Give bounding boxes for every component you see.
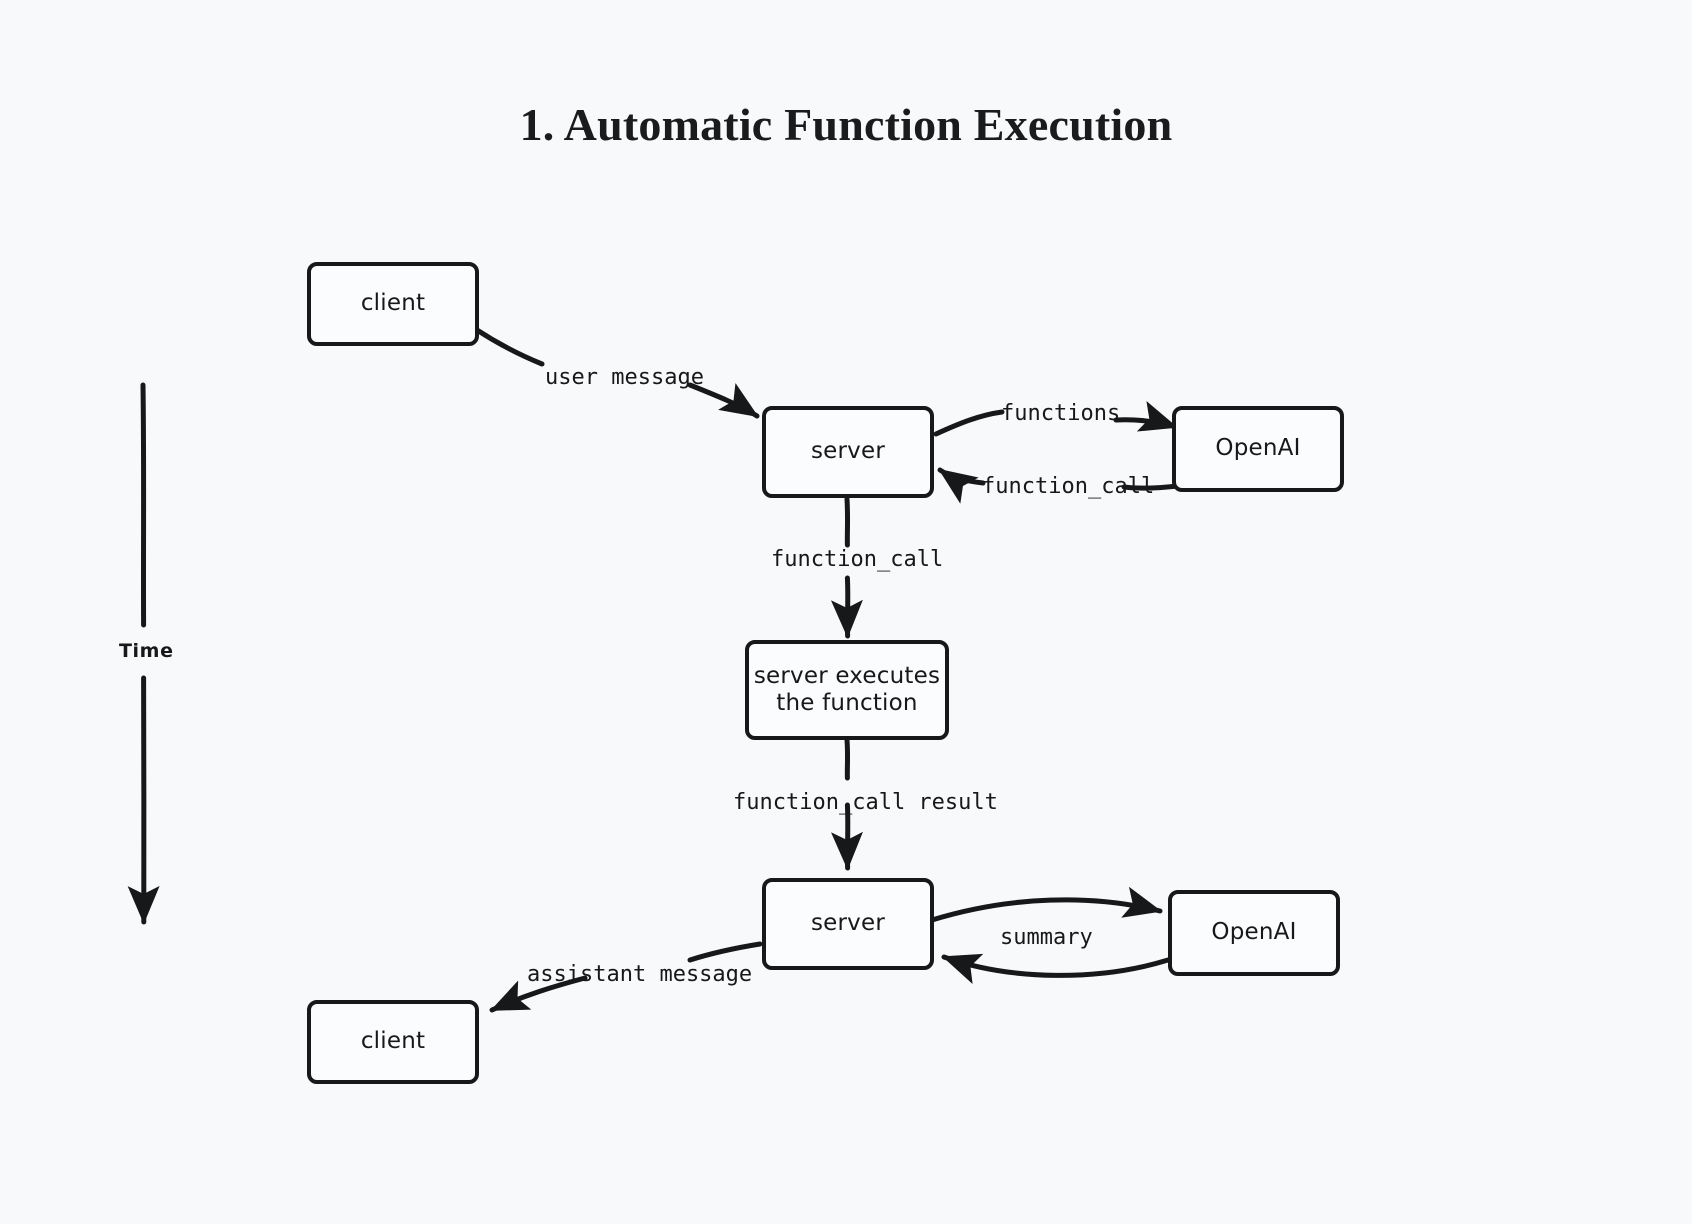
edge-label-summary: summary	[1000, 925, 1093, 950]
node-client-bottom-label: client	[360, 1028, 426, 1055]
time-axis-arrow	[127, 382, 160, 925]
node-server-bottom[interactable]: server	[762, 878, 934, 970]
page-title: 1. Automatic Function Execution	[519, 99, 1173, 150]
edge-label-user-message: user message	[545, 365, 704, 390]
edge-functions	[933, 400, 1179, 437]
edge-summary	[941, 953, 1171, 985]
edge-to-openai-bottom	[929, 886, 1163, 923]
node-client-bottom[interactable]: client	[307, 1000, 479, 1084]
edge-function-call-result	[830, 737, 863, 871]
node-server-executes-label-line2: the function	[776, 690, 918, 716]
node-server-executes[interactable]: server executes the function	[745, 640, 949, 740]
edge-function-call-down	[830, 496, 863, 639]
edge-label-assistant-message: assistant message	[527, 962, 753, 987]
node-openai-bottom-label: OpenAI	[1211, 919, 1297, 946]
node-openai-top[interactable]: OpenAI	[1172, 406, 1344, 492]
node-openai-top-label: OpenAI	[1215, 435, 1301, 462]
edge-label-functions: functions	[1001, 401, 1121, 426]
node-server-top-label: server	[810, 438, 885, 465]
time-axis-label: Time	[119, 640, 174, 662]
edge-user-message	[474, 327, 760, 419]
node-openai-bottom[interactable]: OpenAI	[1168, 890, 1340, 976]
node-client-top-label: client	[360, 290, 426, 317]
edge-label-function-call-result: function_call result	[733, 790, 998, 815]
node-server-bottom-label: server	[810, 910, 885, 937]
edge-label-function-call-down: function_call	[771, 547, 944, 572]
node-server-executes-label-line1: server executes	[753, 662, 941, 689]
edge-assistant-message	[489, 941, 763, 1013]
edge-label-function-call-return: function_call	[982, 474, 1155, 499]
node-server-top[interactable]: server	[762, 406, 934, 498]
node-client-top[interactable]: client	[307, 262, 479, 346]
